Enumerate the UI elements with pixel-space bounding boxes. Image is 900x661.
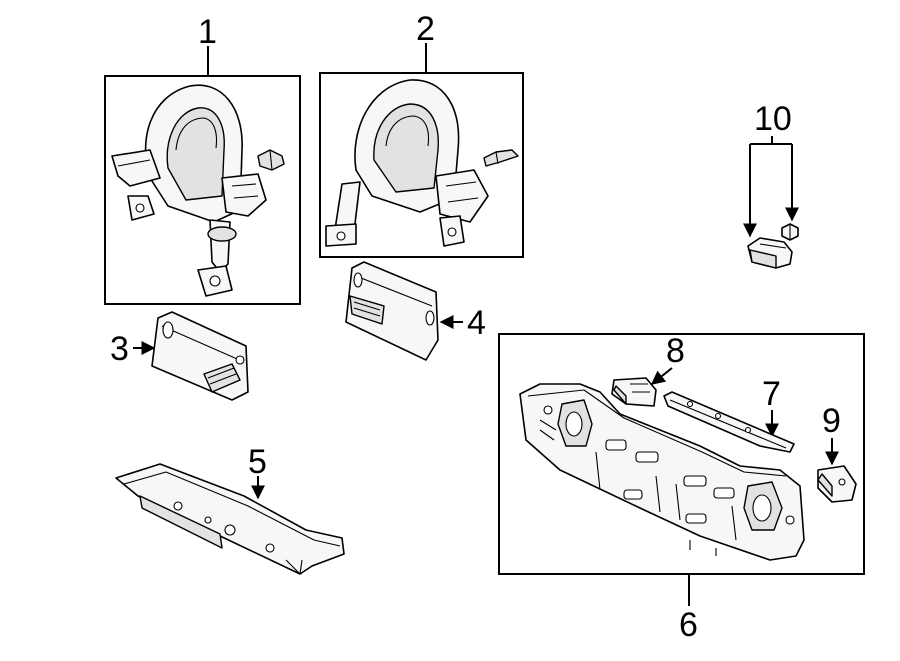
part-2-drawing: [325, 79, 519, 247]
part-4-drawing: [345, 261, 439, 361]
leader-8: [650, 367, 673, 385]
part-9-drawing: [817, 465, 857, 503]
part-8-drawing: [611, 377, 657, 407]
part-10-drawing: [747, 223, 799, 269]
callout-6: 6: [679, 606, 698, 644]
part-6-box: [498, 333, 865, 575]
callout-10: 10: [754, 100, 792, 138]
part-10-group: 10: [743, 100, 799, 269]
leader-10: [749, 136, 792, 236]
callout-4: 4: [467, 304, 486, 342]
part-1-box: [104, 75, 301, 305]
callout-7: 7: [762, 375, 781, 413]
part-7-drawing: [663, 391, 795, 453]
part-5-drawing: [115, 463, 345, 575]
part-4-group: 4: [345, 261, 486, 361]
callout-9: 9: [822, 402, 841, 440]
part-6-drawing: [519, 383, 805, 561]
part-8-group: 8: [611, 332, 685, 407]
part-1-group: 1: [104, 13, 301, 305]
part-7-group: 7: [663, 375, 795, 453]
callout-1: 1: [198, 13, 217, 51]
part-5-group: 5: [115, 443, 345, 575]
callout-5: 5: [248, 443, 267, 481]
part-6-group: 6: [498, 333, 865, 644]
part-3-drawing: [151, 311, 249, 401]
part-1-drawing: [111, 84, 285, 297]
part-2-group: 2: [319, 10, 524, 258]
callout-3: 3: [110, 330, 129, 368]
callout-2: 2: [416, 10, 435, 48]
part-9-group: 9: [817, 402, 857, 503]
part-2-box: [319, 72, 524, 258]
callout-8: 8: [666, 332, 685, 370]
part-3-group: 3: [110, 311, 249, 401]
